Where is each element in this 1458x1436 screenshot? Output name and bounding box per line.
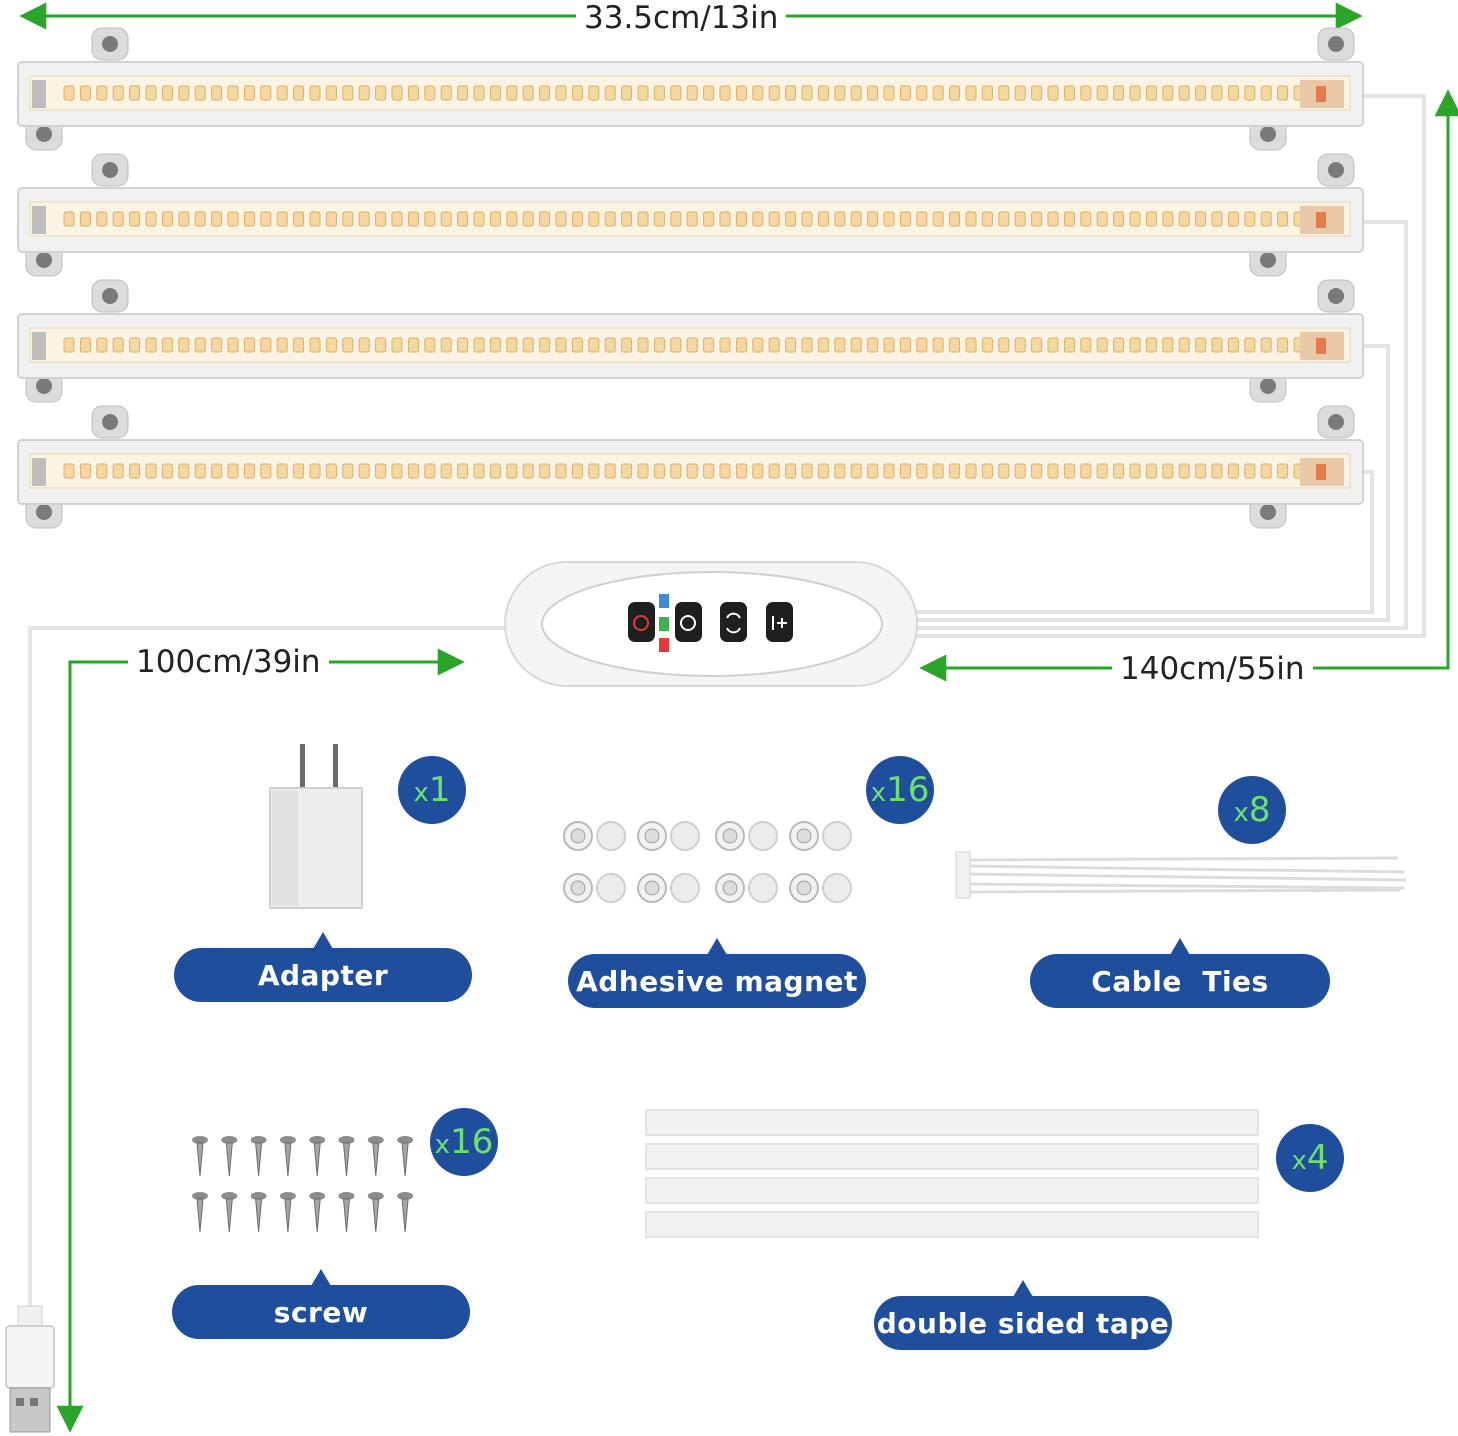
cables <box>28 94 1426 1310</box>
adhesive-pad <box>748 821 778 851</box>
cycle-button-icon[interactable] <box>720 602 747 642</box>
screw-head-icon <box>1260 378 1276 394</box>
screw <box>397 1136 414 1177</box>
adhesive-pad <box>822 821 852 851</box>
timer-button-icon[interactable] <box>675 602 702 642</box>
cable-ties-image <box>955 851 1407 899</box>
screw-head-icon <box>102 414 118 430</box>
usb-plug-icon <box>5 1305 55 1433</box>
screw-head-icon <box>102 288 118 304</box>
screw-head-icon <box>36 126 52 142</box>
tape-image <box>645 1109 1259 1238</box>
adhesive-pad <box>822 873 852 903</box>
led-strip <box>17 405 1364 529</box>
power-button-icon[interactable] <box>628 602 655 642</box>
screw-head-icon <box>1260 252 1276 268</box>
adhesive-pad <box>670 873 700 903</box>
screw <box>250 1192 267 1233</box>
screw-head-icon <box>1328 288 1344 304</box>
led-strip <box>17 279 1364 403</box>
screw <box>192 1192 208 1233</box>
cable-ties-label: Cable Ties <box>1030 938 1330 1008</box>
adhesive-pad <box>596 821 626 851</box>
screw-head-icon <box>1260 504 1276 520</box>
screw <box>279 1136 296 1177</box>
output-cable-arrow <box>919 89 1458 682</box>
screws-image <box>192 1136 414 1233</box>
screw-head-icon <box>36 378 52 394</box>
adapter-image <box>269 744 363 909</box>
adhesive-pad <box>670 821 700 851</box>
screw-head-icon <box>1328 414 1344 430</box>
screw-head-icon <box>36 252 52 268</box>
input-cable-length-label: 100cm/39in <box>128 644 329 680</box>
tape-label: double sided tape <box>874 1280 1172 1350</box>
strip-length-label: 33.5cm/13in <box>576 0 787 36</box>
led-strip <box>17 27 1364 151</box>
screw-label: screw <box>172 1269 470 1339</box>
screw-head-icon <box>1260 126 1276 142</box>
adhesive-pad <box>748 873 778 903</box>
adhesive-pad <box>596 873 626 903</box>
led-strips <box>17 27 1364 529</box>
screw <box>309 1136 326 1177</box>
screw <box>192 1136 208 1177</box>
screw <box>250 1136 267 1177</box>
controller <box>504 561 918 687</box>
led-strip <box>17 153 1364 277</box>
screw <box>338 1136 355 1177</box>
input-cable-arrow <box>56 648 465 1433</box>
output-cable-length-label: 140cm/55in <box>1112 651 1313 687</box>
adapter-label: Adapter <box>174 932 472 1002</box>
screw-head-icon <box>1328 162 1344 178</box>
screw <box>221 1192 238 1233</box>
screw <box>338 1192 355 1233</box>
screw <box>367 1192 384 1233</box>
screw-head-icon <box>102 162 118 178</box>
screw <box>367 1136 384 1177</box>
screw-head-icon <box>1328 36 1344 52</box>
screw-head-icon <box>102 36 118 52</box>
magnet-label: Adhesive magnet <box>568 938 866 1008</box>
screw-head-icon <box>36 504 52 520</box>
magnets-image <box>563 821 852 903</box>
screw <box>397 1192 414 1233</box>
screw <box>221 1136 238 1177</box>
screw <box>309 1192 326 1233</box>
screw <box>279 1192 296 1233</box>
